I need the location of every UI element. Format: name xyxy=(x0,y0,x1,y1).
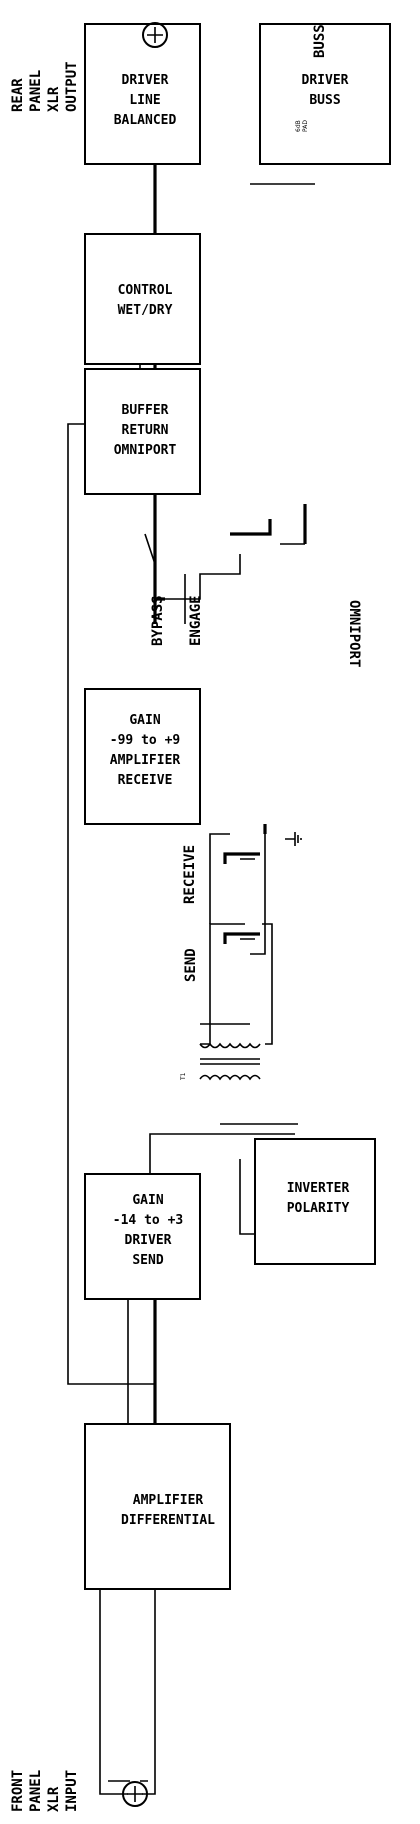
receive-label: RECEIVE xyxy=(182,845,198,904)
svg-text:AMPLIFIER: AMPLIFIER xyxy=(110,753,181,768)
buss-label: BUSS xyxy=(312,24,328,58)
svg-text:XLR: XLR xyxy=(46,1786,62,1812)
svg-text:FRONT: FRONT xyxy=(10,1770,26,1812)
svg-text:PANEL: PANEL xyxy=(28,1770,44,1812)
svg-text:CONTROL: CONTROL xyxy=(118,283,173,298)
input-xlr-connector xyxy=(122,1781,148,1807)
svg-text:-14 to +3: -14 to +3 xyxy=(113,1213,183,1228)
block-differential-amplifier: DIFFERENTIAL AMPLIFIER xyxy=(84,1423,231,1590)
svg-text:INPUT: INPUT xyxy=(64,1770,80,1812)
svg-text:INVERTER: INVERTER xyxy=(287,1181,350,1196)
svg-text:-99 to +9: -99 to +9 xyxy=(110,733,180,748)
svg-text:PANEL: PANEL xyxy=(28,70,44,112)
send-label: SEND xyxy=(183,948,199,982)
svg-text:DRIVER: DRIVER xyxy=(302,73,349,88)
svg-text:GAIN: GAIN xyxy=(132,1193,163,1208)
input-label: FRONT PANEL XLR INPUT xyxy=(10,1770,80,1812)
svg-text:DRIVER: DRIVER xyxy=(125,1233,172,1248)
svg-text:XLR: XLR xyxy=(46,86,62,112)
output-label: REAR PANEL XLR OUTPUT xyxy=(10,61,80,112)
svg-text:RECEIVE: RECEIVE xyxy=(118,773,173,788)
transformer xyxy=(199,1042,261,1081)
omniport-jack xyxy=(280,504,307,545)
block-label: AMPLIFIER xyxy=(133,1493,204,1508)
svg-text:OMNIPORT: OMNIPORT xyxy=(114,443,177,458)
svg-text:LINE: LINE xyxy=(129,93,160,108)
output-xlr-connector xyxy=(142,22,168,48)
block-label: DIFFERENTIAL xyxy=(121,1513,215,1528)
svg-text:WET/DRY: WET/DRY xyxy=(118,303,173,318)
block-buss-driver: BUSS DRIVER xyxy=(259,23,391,165)
block-polarity-inverter: POLARITY INVERTER xyxy=(254,1138,376,1265)
bypass-engage-switch xyxy=(144,519,272,565)
transformer-label: T1 xyxy=(180,1072,187,1081)
omniport-label: OMNIPORT xyxy=(346,600,362,667)
svg-text:REAR: REAR xyxy=(10,78,26,112)
svg-text:GAIN: GAIN xyxy=(129,713,160,728)
svg-text:BUSS: BUSS xyxy=(309,93,340,108)
svg-text:SEND: SEND xyxy=(132,1253,163,1268)
svg-text:OUTPUT: OUTPUT xyxy=(64,61,80,112)
bypass-label: BYPASS xyxy=(150,595,166,646)
block-omniport-return-buffer: OMNIPORT RETURN BUFFER xyxy=(84,368,201,495)
svg-text:DRIVER: DRIVER xyxy=(122,73,169,88)
buss-pad-label: PAD xyxy=(302,120,309,132)
engage-label: ENGAGE xyxy=(188,595,204,646)
svg-text:RETURN: RETURN xyxy=(122,423,169,438)
block-receive-amplifier: RECEIVE AMPLIFIER -99 to +9 GAIN xyxy=(84,688,201,825)
send-receive-jacks xyxy=(223,852,260,944)
ground-icon xyxy=(285,832,302,846)
block-send-driver: SEND DRIVER -14 to +3 GAIN xyxy=(84,1173,201,1300)
svg-text:POLARITY: POLARITY xyxy=(287,1201,350,1216)
svg-text:BUFFER: BUFFER xyxy=(122,403,169,418)
buss-pad-label: 6dB xyxy=(295,120,302,132)
svg-text:BALANCED: BALANCED xyxy=(114,113,177,128)
block-balanced-line-driver: BALANCED LINE DRIVER xyxy=(84,23,201,165)
block-wet-dry-control: WET/DRY CONTROL xyxy=(84,233,201,365)
